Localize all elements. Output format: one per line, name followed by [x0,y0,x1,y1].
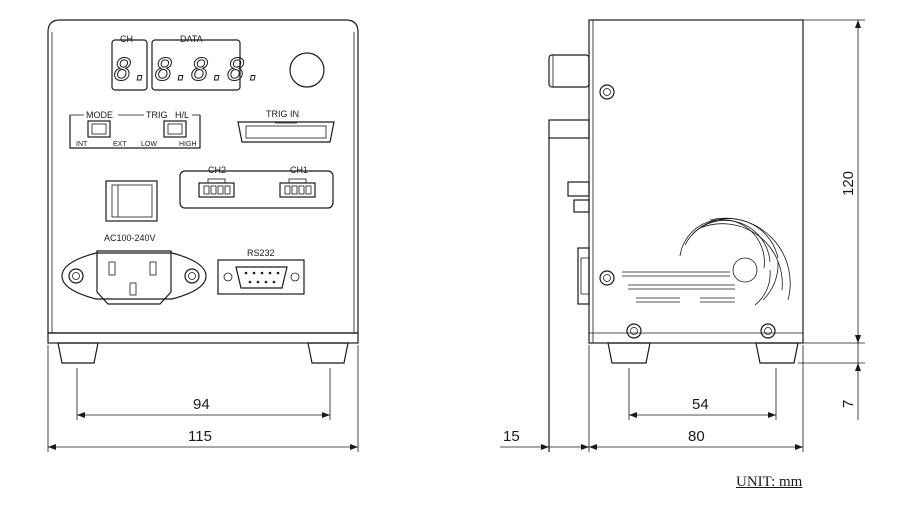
data-digits: 8.8.8. [155,53,263,88]
power-switch [105,180,158,222]
mode-trig-group [69,115,201,149]
high-label: HIGH [179,141,197,148]
ch-digit: 8. [114,53,150,88]
front-base-plate [47,332,359,344]
dim-94: 94 [193,396,210,413]
data-display [151,39,241,91]
side-ac-inlet [577,247,590,305]
ch-connector-group [179,170,334,209]
unit-note: UNIT: mm [736,474,803,490]
trig-label: TRIG [146,110,168,120]
dim-120: 120 [840,171,857,196]
trig-hl-switch [163,120,187,138]
side-foot-front [607,342,651,364]
adjust-knob [289,52,325,88]
fan-vent [622,217,791,306]
ch2-label: CH2 [208,165,226,175]
ac-label: AC100-240V [104,233,156,243]
ext-label: EXT [113,141,127,148]
dim-80: 80 [688,428,705,445]
side-view: 120 7 54 15 80 [500,19,865,452]
ch1-label: CH1 [290,165,308,175]
data-label: DATA [180,34,203,44]
ac-inlet-flange [61,252,207,300]
side-knob [548,54,590,88]
front-housing [47,19,359,334]
hl-label: H/L [175,110,189,120]
rs232-label: RS232 [247,248,275,258]
mode-switch [87,120,111,138]
front-view: CH 8. DATA 8.8.8. MODE TRIG H/L INT EXT … [47,19,359,452]
dim-7: 7 [840,400,857,408]
ac-inlet-socket [96,250,172,305]
ch-label: CH [120,34,133,44]
ch1-connector [279,178,316,198]
side-housing [588,19,804,344]
dim-15: 15 [503,428,520,445]
front-foot-right [307,342,349,364]
ch-display [111,39,148,91]
low-label: LOW [141,141,157,148]
dim-115: 115 [188,428,212,445]
mode-label: MODE [86,110,113,120]
dim-54: 54 [692,396,709,413]
side-trig-in [548,119,590,139]
front-foot-left [57,342,99,364]
trig-in-label: TRIG IN [266,109,299,119]
trig-in-connector [237,121,335,143]
side-foot-rear [755,342,799,364]
int-label: INT [76,141,88,148]
ch2-connector [198,178,235,198]
rs232-connector [217,259,305,295]
